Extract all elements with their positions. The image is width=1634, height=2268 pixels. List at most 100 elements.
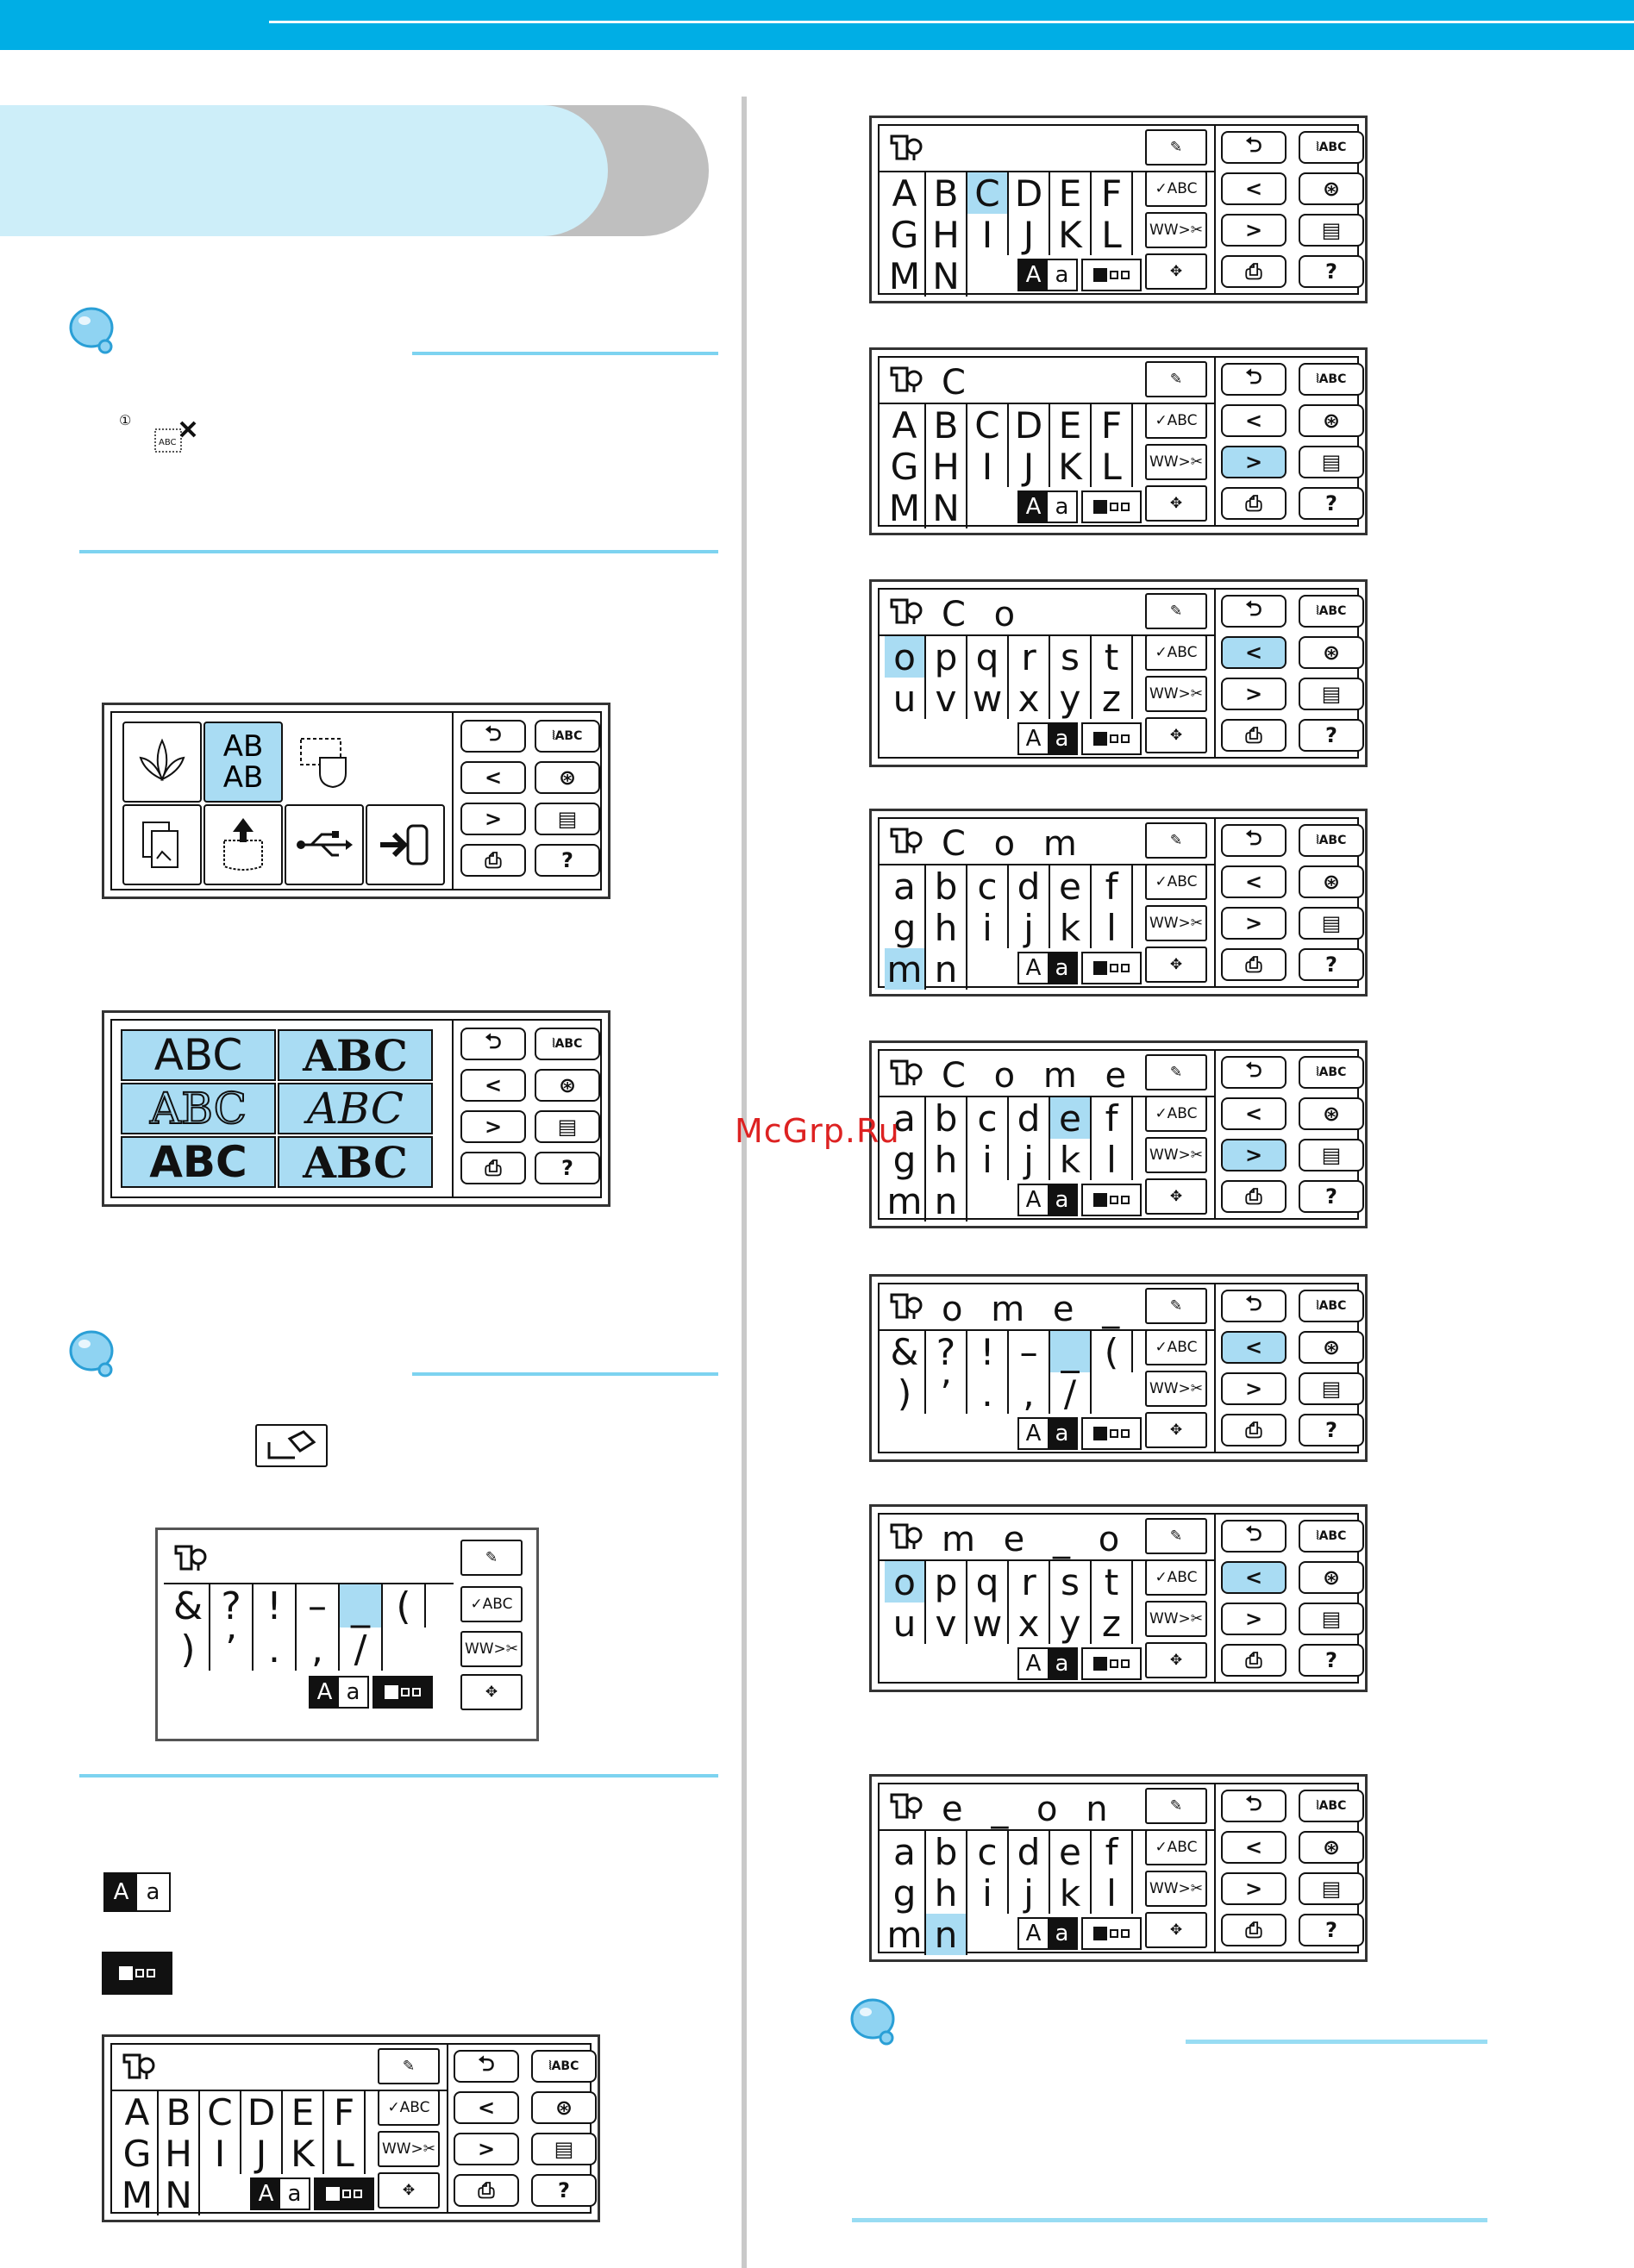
stitch-select-button[interactable]: ⦚ABC (535, 720, 600, 753)
page-button[interactable]: ▤ (535, 803, 600, 835)
prev-button[interactable]: < (1221, 1331, 1287, 1364)
stitch-select-button[interactable]: ⦚ABC (1299, 824, 1364, 857)
page-button[interactable]: ▤ (1299, 446, 1364, 478)
size-toggle-button[interactable] (373, 1676, 433, 1709)
key-k[interactable]: k (1050, 1872, 1092, 1915)
key-u[interactable]: u (885, 1603, 926, 1645)
pocket-memory-button[interactable] (203, 804, 283, 885)
presser-foot-button[interactable]: ⊛ (1299, 636, 1364, 669)
check-button[interactable]: ✓ABC (1145, 634, 1207, 671)
size-toggle-button[interactable] (1081, 722, 1142, 755)
key-l[interactable]: l (1092, 907, 1133, 949)
move-button[interactable]: ✥ (378, 2172, 440, 2209)
key-M[interactable]: M (117, 2174, 159, 2216)
next-button[interactable]: > (1221, 1139, 1287, 1171)
save-button[interactable]: ⎙ (460, 844, 526, 877)
key-c[interactable]: c (967, 1097, 1009, 1140)
move-button[interactable]: ✥ (1145, 485, 1207, 522)
edit-button[interactable]: ✎ (1145, 1518, 1207, 1554)
key-x[interactable]: x (1009, 1603, 1050, 1645)
key-sym[interactable]: & (885, 1331, 926, 1373)
key-G[interactable]: G (117, 2133, 159, 2175)
key-d[interactable]: d (1009, 1831, 1050, 1873)
key-D[interactable]: D (1009, 172, 1050, 215)
key-sym[interactable]: ! (967, 1331, 1009, 1373)
key-q[interactable]: q (967, 636, 1009, 678)
back-button[interactable]: ⮌ (1221, 1290, 1287, 1322)
key-G[interactable]: G (885, 446, 926, 488)
key-D[interactable]: D (1009, 404, 1050, 447)
key-sym[interactable]: ! (254, 1584, 297, 1628)
next-button[interactable]: > (1221, 1872, 1287, 1905)
key-g[interactable]: g (885, 1872, 926, 1915)
presser-foot-button[interactable]: ⊛ (1299, 1097, 1364, 1130)
move-button[interactable]: ✥ (1145, 947, 1207, 983)
key-j[interactable]: j (1009, 907, 1050, 949)
save-button[interactable]: ⎙ (454, 2174, 519, 2207)
stitch-select-button[interactable]: ⦚ABC (1299, 1520, 1364, 1553)
key-k[interactable]: k (1050, 1139, 1092, 1181)
next-button[interactable]: > (1221, 214, 1287, 247)
key-sym[interactable]: ) (167, 1628, 210, 1671)
help-button[interactable]: ? (535, 1152, 600, 1184)
key-sym[interactable]: ) (885, 1372, 926, 1415)
next-button[interactable]: > (1221, 678, 1287, 710)
key-y[interactable]: y (1050, 678, 1092, 720)
next-button[interactable]: > (460, 803, 526, 835)
page-button[interactable]: ▤ (1299, 214, 1364, 247)
key-I[interactable]: I (967, 446, 1009, 488)
font-option[interactable]: ABC (278, 1029, 433, 1081)
character-embroidery-button[interactable]: AB AB (203, 722, 283, 803)
key-H[interactable]: H (159, 2133, 200, 2175)
cut-button[interactable]: WW>✂ (460, 1631, 523, 1667)
prev-button[interactable]: < (460, 1069, 526, 1102)
key-c[interactable]: c (967, 1831, 1009, 1873)
check-button[interactable]: ✓ABC (460, 1586, 523, 1622)
move-button[interactable]: ✥ (1145, 253, 1207, 290)
key-z[interactable]: z (1092, 1603, 1133, 1645)
next-button[interactable]: > (454, 2133, 519, 2165)
key-G[interactable]: G (885, 214, 926, 256)
stitch-select-button[interactable]: ⦚ABC (1299, 1056, 1364, 1089)
check-button[interactable]: ✓ABC (1145, 1329, 1207, 1365)
stitch-select-button[interactable]: ⦚ABC (531, 2050, 597, 2083)
key-p[interactable]: p (926, 1561, 967, 1603)
prev-button[interactable]: < (1221, 865, 1287, 898)
key-A[interactable]: A (117, 2091, 159, 2134)
cut-button[interactable]: WW>✂ (1145, 905, 1207, 941)
key-sym[interactable]: / (340, 1628, 383, 1671)
next-button[interactable]: > (460, 1110, 526, 1143)
key-i[interactable]: i (967, 1872, 1009, 1915)
save-button[interactable]: ⎙ (1221, 1180, 1287, 1213)
key-A[interactable]: A (885, 404, 926, 447)
key-q[interactable]: q (967, 1561, 1009, 1603)
key-F[interactable]: F (1092, 404, 1133, 447)
key-sym[interactable]: _ (340, 1584, 383, 1628)
edit-button[interactable]: ✎ (378, 2048, 440, 2084)
key-g[interactable]: g (885, 1139, 926, 1181)
key-m[interactable]: m (885, 948, 926, 990)
cut-button[interactable]: WW>✂ (1145, 1371, 1207, 1407)
size-toggle-button[interactable] (1081, 1417, 1142, 1450)
check-button[interactable]: ✓ABC (1145, 1829, 1207, 1865)
key-e[interactable]: e (1050, 1097, 1092, 1140)
key-F[interactable]: F (324, 2091, 366, 2134)
page-button[interactable]: ▤ (531, 2133, 597, 2165)
key-B[interactable]: B (159, 2091, 200, 2134)
key-i[interactable]: i (967, 1139, 1009, 1181)
key-t[interactable]: t (1092, 1561, 1133, 1603)
edit-button[interactable]: ✎ (1145, 1054, 1207, 1090)
key-y[interactable]: y (1050, 1603, 1092, 1645)
move-button[interactable]: ✥ (460, 1674, 523, 1710)
key-o[interactable]: o (885, 636, 926, 678)
presser-foot-button[interactable]: ⊛ (1299, 1331, 1364, 1364)
page-button[interactable]: ▤ (1299, 678, 1364, 710)
key-w[interactable]: w (967, 1603, 1009, 1645)
prev-button[interactable]: < (1221, 636, 1287, 669)
presser-foot-button[interactable]: ⊛ (535, 761, 600, 794)
frame-pattern-button[interactable] (285, 722, 364, 803)
stitch-select-button[interactable]: ⦚ABC (1299, 363, 1364, 396)
edit-button[interactable]: ✎ (1145, 361, 1207, 397)
key-p[interactable]: p (926, 636, 967, 678)
